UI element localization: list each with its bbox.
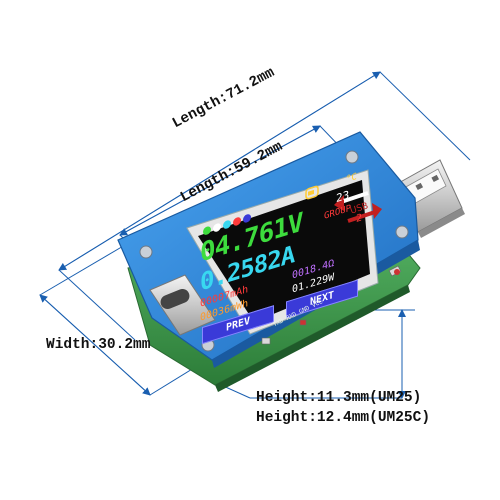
width-label: Width:30.2mm <box>46 337 151 353</box>
group-label: GROUP <box>324 203 352 222</box>
height-um25-label: Height:11.3mm(UM25) <box>256 390 422 406</box>
dimension-lines <box>39 71 471 399</box>
height-um25c-label: Height:12.4mm(UM25C) <box>256 410 431 426</box>
direction-arrows-icon: USB <box>334 191 382 223</box>
lcd-screen: 23 °C 04.761V GROUP 2 0.2582A 00007mAh 0… <box>196 124 372 345</box>
thermometer-icon <box>304 184 320 208</box>
temperature-value: 23 <box>336 188 350 206</box>
temperature-unit: °C <box>346 171 357 186</box>
usb-c-port-icon <box>149 274 216 336</box>
group-number: 2 <box>356 212 363 226</box>
status-dots <box>202 206 262 242</box>
